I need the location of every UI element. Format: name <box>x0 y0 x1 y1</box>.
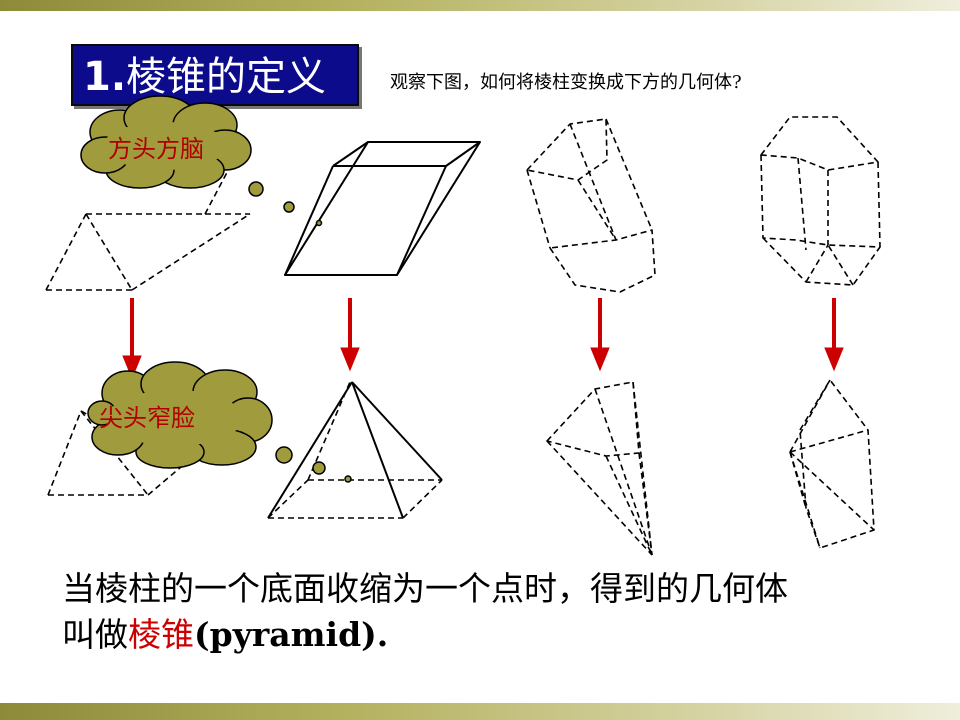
title-number: 1. <box>83 54 127 100</box>
bottom-decor-bar <box>0 703 960 720</box>
hexagonal-prism-upright <box>760 116 881 286</box>
down-arrow-icon-2 <box>340 298 360 372</box>
caption-prefix: 叫做 <box>62 615 128 654</box>
down-arrow-icon-4 <box>824 298 844 372</box>
triangular-prism-top <box>45 162 251 291</box>
caption-english: (pyramid). <box>194 615 389 654</box>
hexagonal-pyramid-upright <box>789 379 875 549</box>
thought-cloud-icon-bottom <box>87 361 352 483</box>
down-arrow-icon-1 <box>122 298 142 380</box>
square-pyramid-visible-edges <box>267 381 443 519</box>
slide-title: 1.棱锥的定义 <box>71 44 359 106</box>
caption-term: 棱锥 <box>128 615 194 654</box>
hexagonal-prism-tilted <box>526 118 656 293</box>
cloud-label-bottom: 尖头窄脸 <box>99 404 195 432</box>
caption-line-1: 当棱柱的一个底面收缩为一个点时，得到的几何体 <box>62 569 788 608</box>
cloud-label-top: 方头方脑 <box>108 135 204 163</box>
parallelepiped-top <box>284 141 481 276</box>
caption: 当棱柱的一个底面收缩为一个点时，得到的几何体 叫做棱锥(pyramid). <box>62 566 922 658</box>
down-arrow-icon-3 <box>590 298 610 372</box>
title-text: 棱锥的定义 <box>126 54 327 100</box>
top-decor-bar <box>0 0 960 11</box>
square-pyramid-hidden-edges <box>267 381 443 519</box>
hexagonal-pyramid-tilted <box>546 381 653 556</box>
down-arrows <box>122 298 844 380</box>
caption-line-2: 叫做棱锥(pyramid). <box>62 612 922 658</box>
slide-subtitle: 观察下图，如何将棱柱变换成下方的几何体? <box>390 72 742 93</box>
thought-cloud-icon-top <box>80 95 323 227</box>
